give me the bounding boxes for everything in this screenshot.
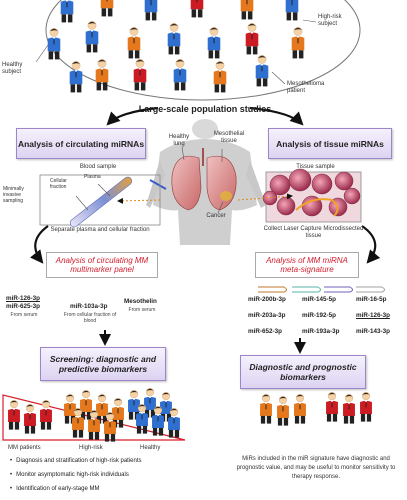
prognostic-person-6	[360, 392, 372, 421]
bullet-3: Identification of early-stage MM	[10, 486, 99, 493]
population-person-5	[241, 0, 254, 19]
group-label-mm: MM patients	[8, 445, 58, 452]
circ-marker-4: Mesothelin	[124, 298, 157, 305]
screening-title: Screening: diagnostic and predictive bio…	[41, 354, 165, 374]
bullet-2: Monitor asymptomatic high-risk individua…	[10, 472, 129, 479]
tissue-mir-7: miR-652-3p	[248, 328, 282, 335]
from-serum-note-2: From serum	[122, 307, 162, 313]
circulating-analysis-title: Analysis of circulating miRNAs	[18, 139, 144, 149]
population-person-18	[256, 55, 269, 86]
tissue-mir-3: miR-16-5p	[356, 296, 386, 303]
tissue-mir-9: miR-143-3p	[356, 328, 390, 335]
tissue-cell-2	[289, 169, 311, 191]
population-person-4	[191, 0, 204, 17]
population-person-1	[61, 0, 74, 22]
tissue-cell-4	[335, 172, 353, 190]
bullet-1: Diagnosis and stratification of high-ris…	[10, 458, 142, 465]
mirna-hairpin-4	[356, 287, 385, 292]
circ-marker-2: miR-625-3p	[6, 303, 40, 310]
tissue-mir-2: miR-145-5p	[302, 296, 336, 303]
tumor-mark	[220, 191, 232, 201]
tissue-cell-3	[312, 174, 332, 194]
tissue-analysis-title: Analysis of tissue miRNAs	[276, 139, 384, 149]
screening-box: Screening: diagnostic and predictive bio…	[40, 347, 166, 381]
population-person-3	[145, 0, 158, 20]
tissue-mir-1: miR-200b-3p	[248, 296, 286, 303]
prognostic-person-5	[343, 394, 355, 423]
population-person-13	[292, 27, 305, 58]
healthy-lung-label: Healthy lung	[163, 134, 195, 148]
tissue-mir-8: miR-193a-3p	[302, 328, 339, 335]
population-person-14	[96, 59, 109, 90]
plasma-label: Plasma	[84, 174, 114, 181]
diagnostic-title: Diagnostic and prognostic biomarkers	[241, 362, 365, 382]
population-person-11	[208, 27, 221, 58]
population-person-19	[70, 61, 83, 92]
from-serum-note-1: From serum	[4, 312, 44, 318]
population-studies-title: Large-scale population studies	[130, 104, 280, 114]
population-person-15	[134, 59, 147, 90]
mirna-hairpin-3	[324, 287, 353, 292]
population-person-12	[246, 23, 259, 54]
population-person-16	[174, 59, 187, 90]
cellular-fraction-label: Cellular fraction	[50, 178, 80, 190]
group-people	[8, 388, 180, 441]
group-person-12	[144, 388, 156, 417]
circ-marker-3: miR-103a-3p	[70, 303, 107, 310]
population-person-7	[48, 28, 61, 59]
tissue-mir-4: miR-203a-3p	[248, 312, 285, 319]
leader-highrisk	[303, 20, 316, 22]
leader-patient	[272, 72, 285, 84]
tissue-analysis-box: Analysis of tissue miRNAs	[268, 128, 392, 159]
population-people	[48, 0, 305, 92]
multimarker-panel-title: Analysis of circulating MM multimarker p…	[47, 256, 157, 274]
population-person-6	[286, 0, 299, 20]
patient-label: Mesothelioma patient	[287, 81, 331, 95]
prognostic-person-1	[260, 394, 272, 423]
from-cellular-note: From cellular fraction of blood	[62, 312, 118, 324]
leader-cellular	[76, 196, 88, 210]
population-person-17	[214, 61, 227, 92]
tissue-sample-label: Tissue sample	[268, 164, 363, 171]
population-person-2	[101, 0, 114, 16]
group-label-healthy: Healthy	[140, 445, 180, 452]
multimarker-panel-box: Analysis of circulating MM multimarker p…	[46, 252, 158, 278]
mirna-hairpin-icons	[258, 287, 385, 292]
prognostic-person-3	[294, 394, 306, 423]
mirna-hairpin-2	[292, 287, 321, 292]
signature-note: MiRs included in the miR signature have …	[228, 455, 404, 482]
tissue-mir-5: miR-192-5p	[302, 312, 336, 319]
population-person-8	[86, 21, 99, 52]
group-label-highrisk: High-risk	[79, 445, 119, 452]
tissue-mir-6: miR-126-3p	[356, 312, 390, 319]
prognostic-person-4	[326, 392, 338, 421]
prognostic-person-2	[277, 396, 289, 425]
mirna-hairpin-1	[258, 287, 287, 292]
highrisk-subject-label: High-risk subject	[318, 14, 358, 28]
meta-signature-box: Analysis of MM miRNA meta-signature	[255, 252, 359, 278]
separate-fraction-label: Separate plasma and cellular fraction	[50, 227, 150, 234]
tissue-cell-5	[277, 197, 295, 215]
sampling-label: Minimally invasive sampling	[3, 186, 39, 204]
population-person-10	[168, 23, 181, 54]
blood-sample-label: Blood sample	[60, 164, 136, 171]
leader-healthy	[36, 45, 48, 62]
tissue-cell-8	[344, 188, 360, 204]
prognostic-people	[260, 392, 372, 425]
circulating-analysis-box: Analysis of circulating miRNAs	[16, 128, 146, 159]
mesothelial-tissue-label: Mesothelial tissue	[210, 131, 248, 145]
meta-signature-title: Analysis of MM miRNA meta-signature	[256, 256, 358, 274]
circ-marker-1: miR-126-3p	[6, 295, 40, 302]
diagnostic-box: Diagnostic and prognostic biomarkers	[240, 355, 366, 389]
cancer-label: Cancer	[203, 213, 229, 220]
group-person-1	[8, 400, 20, 429]
healthy-subject-label: Healthy subject	[2, 62, 42, 76]
population-person-9	[128, 27, 141, 58]
group-person-2	[24, 404, 36, 433]
collect-lcm-label: Collect Laser Capture Microdissected tis…	[256, 226, 371, 240]
